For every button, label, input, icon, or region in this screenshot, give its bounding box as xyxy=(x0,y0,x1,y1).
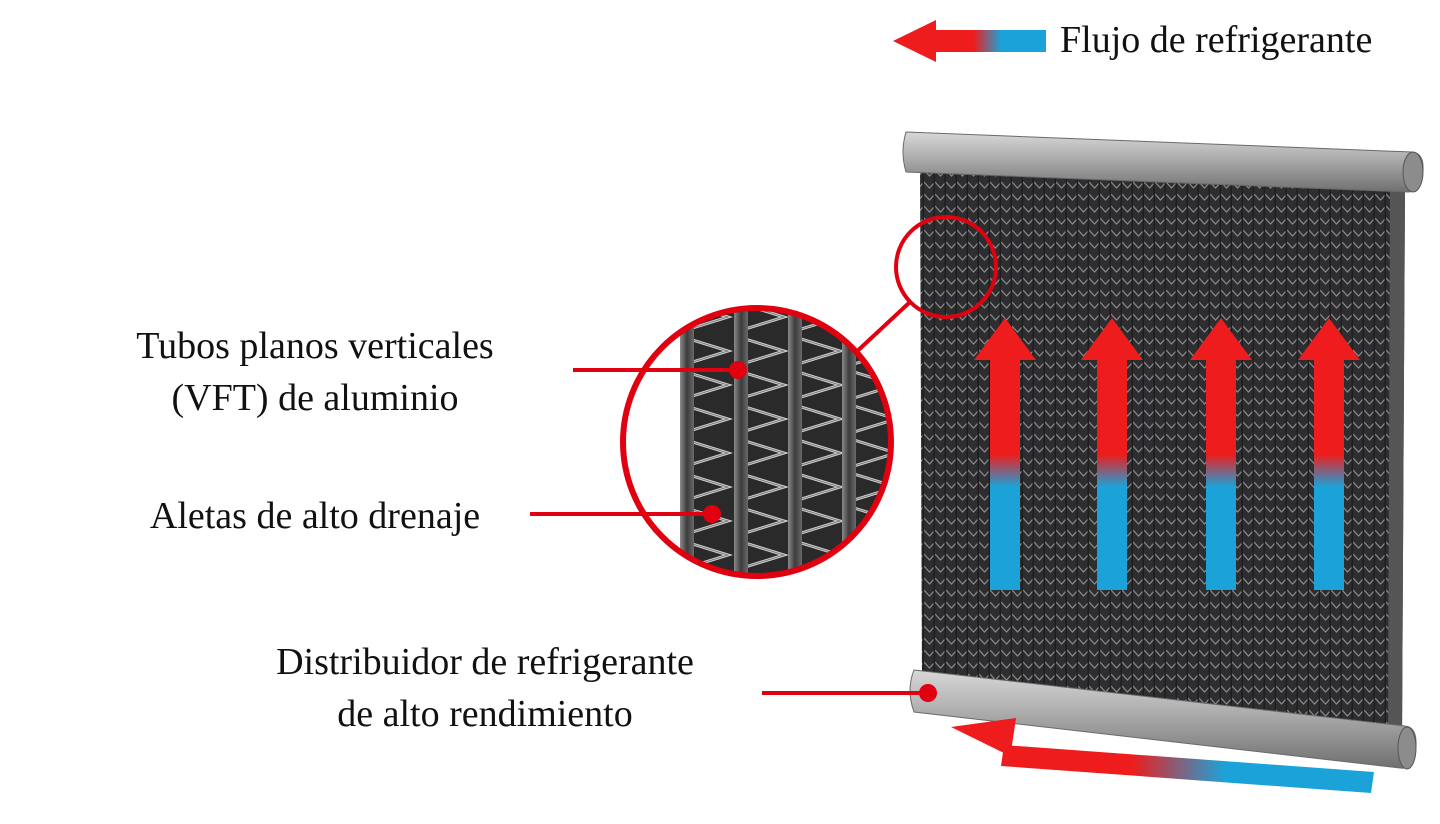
fins-label: Aletas de alto drenaje xyxy=(100,490,530,542)
magnified-fin-view xyxy=(620,305,894,579)
tubes-label: Tubos planos verticales (VFT) de alumini… xyxy=(100,320,530,424)
inlet-flow-arrow xyxy=(951,718,1374,793)
tubes-label-line2: (VFT) de aluminio xyxy=(171,377,459,419)
leader-fins xyxy=(530,505,721,523)
distributor-label-line1: Distribuidor de refrigerante xyxy=(276,641,694,683)
flow-arrow-4 xyxy=(1298,318,1360,590)
legend-flow-arrow xyxy=(893,20,1046,62)
detail-callout xyxy=(850,215,998,358)
legend-text: Flujo de refrigerante xyxy=(1060,19,1373,61)
flow-arrow-1 xyxy=(974,318,1036,590)
leader-tubes xyxy=(573,361,747,379)
fins-label-text: Aletas de alto drenaje xyxy=(149,495,481,537)
legend-label: Flujo de refrigerante xyxy=(1060,14,1372,66)
tubes-label-line1: Tubos planos verticales xyxy=(136,325,494,367)
distributor-label-line2: de alto rendimiento xyxy=(337,693,633,735)
top-header-pipe xyxy=(902,131,1424,193)
distributor-label: Distribuidor de refrigerante de alto ren… xyxy=(230,636,740,740)
flow-arrow-2 xyxy=(1081,318,1143,590)
radiator-core xyxy=(920,165,1405,740)
leader-distributor xyxy=(762,684,937,702)
flow-arrow-3 xyxy=(1190,318,1252,590)
